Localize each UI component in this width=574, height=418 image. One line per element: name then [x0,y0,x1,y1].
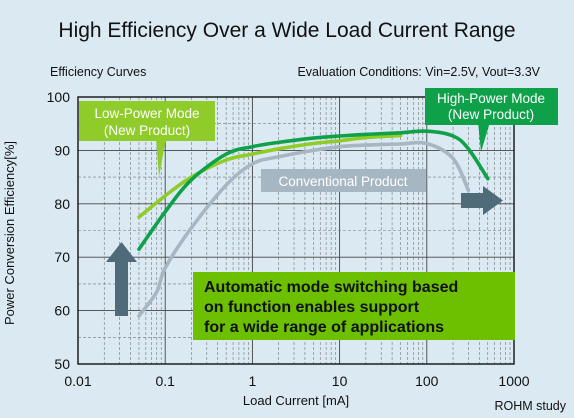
message-line3: for a wide range of applications [204,319,444,336]
high-power-callout: High-Power Mode (New Product) [425,88,558,152]
y-tick-label: 90 [54,142,70,158]
low-power-mode-line [137,133,403,219]
y-axis-label: Power Conversion Efficiency[%] [2,141,17,325]
x-tick-label: 0.01 [64,373,91,389]
y-tick-label: 100 [47,89,71,105]
tick-labels: 0.01 0.1 1 10 100 1000 50 60 70 80 90 100 [47,89,530,389]
low-power-callout-pointer [156,138,166,177]
x-tick-label: 10 [332,373,348,389]
message-box-background [193,272,515,340]
right-arrow-icon [461,186,503,215]
x-tick-label: 1000 [498,373,529,389]
high-power-mode-line [137,129,490,251]
high-power-callout-box [425,88,558,125]
high-power-callout-line1: High-Power Mode [437,91,545,106]
x-tick-label: 1 [249,373,257,389]
series-layer [137,129,490,318]
x-tick-label: 0.1 [155,373,175,389]
y-tick-label: 80 [54,196,70,212]
chart-subtitle: Efficiency Curves [50,65,146,79]
high-power-callout-line2: (New Product) [448,107,534,122]
low-power-callout-box [79,101,215,141]
x-tick-label: 100 [415,373,439,389]
x-axis-label: Load Current [mA] [243,393,349,408]
conventional-product-line [137,140,471,318]
message-line2: on function enables support [204,299,420,316]
plot-frame [77,96,515,365]
message-box: Automatic mode switching based on functi… [193,272,515,340]
y-tick-label: 60 [54,303,70,319]
evaluation-conditions: Evaluation Conditions: Vin=2.5V, Vout=3.… [297,65,540,79]
low-power-callout: Low-Power Mode (New Product) [79,101,215,177]
high-power-callout-pointer [478,122,490,152]
y-tick-label: 70 [54,249,70,265]
chart-title: High Efficiency Over a Wide Load Current… [58,19,515,42]
source-note: ROHM study [494,399,566,413]
y-tick-label: 50 [54,356,70,372]
low-power-callout-line1: Low-Power Mode [94,106,199,121]
message-line1: Automatic mode switching based [204,279,458,296]
low-power-callout-line2: (New Product) [104,123,190,138]
conventional-callout-box [261,169,426,192]
conventional-callout-label: Conventional Product [278,174,407,189]
up-arrow-icon [106,242,137,316]
conventional-callout: Conventional Product [261,169,426,192]
